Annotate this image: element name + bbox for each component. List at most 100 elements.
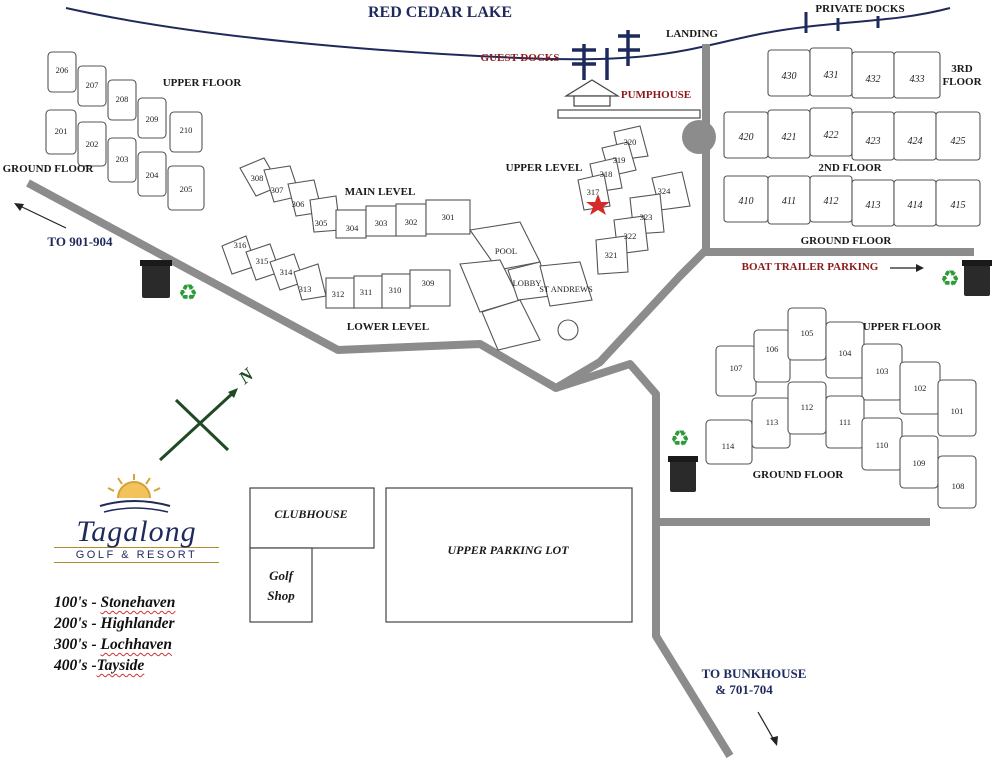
trash-bin-icon-east bbox=[962, 260, 992, 296]
unit-410: 410 bbox=[739, 196, 754, 207]
pool-label: POOL bbox=[495, 246, 517, 256]
guest-docks-label: GUEST DOCKS bbox=[481, 52, 560, 64]
unit-114: 114 bbox=[722, 441, 735, 451]
golf-shop bbox=[249, 547, 313, 623]
pumphouse-label: PUMPHOUSE bbox=[621, 89, 691, 101]
legend-row: 100's - Stonehaven bbox=[54, 592, 254, 613]
tayside-ground-floor: 410 411 412 413 414 415 bbox=[723, 175, 981, 227]
unit-202: 202 bbox=[86, 139, 99, 149]
golf-shop-label-2: Shop bbox=[267, 588, 295, 603]
unit-432: 432 bbox=[866, 74, 881, 85]
golf-shop-label-1: Golf bbox=[269, 568, 295, 583]
unit-206: 206 bbox=[56, 65, 69, 75]
unit-204: 204 bbox=[146, 170, 160, 180]
unit-412: 412 bbox=[824, 196, 839, 207]
unit-316: 316 bbox=[234, 240, 247, 250]
unit-307: 307 bbox=[271, 185, 284, 195]
unit-318: 318 bbox=[600, 169, 613, 179]
unit-415: 415 bbox=[951, 200, 966, 211]
unit-411: 411 bbox=[782, 196, 796, 207]
clubhouse bbox=[249, 487, 375, 549]
tayside-2nd-floor: 420 421 422 423 424 425 bbox=[723, 107, 981, 161]
trash-bin-icon bbox=[140, 260, 172, 298]
unit-209: 209 bbox=[146, 114, 159, 124]
arrow-to-901 bbox=[19, 205, 67, 229]
private-docks-label: PRIVATE DOCKS bbox=[815, 3, 904, 15]
unit-301: 301 bbox=[442, 212, 455, 222]
unit-210: 210 bbox=[180, 125, 193, 135]
legend-row: 200's - Highlander bbox=[54, 613, 254, 634]
unit-431: 431 bbox=[824, 70, 839, 81]
unit-102: 102 bbox=[914, 383, 927, 393]
legend-prefix: 100's - bbox=[54, 594, 97, 611]
compass-n-label: N bbox=[234, 364, 258, 389]
boat-trailer-label: BOAT TRAILER PARKING bbox=[742, 261, 879, 273]
unit-421: 421 bbox=[782, 132, 797, 143]
unit-302: 302 bbox=[405, 217, 418, 227]
recycle-icon: ♻ bbox=[178, 280, 198, 305]
unit-312: 312 bbox=[332, 289, 345, 299]
unit-319: 319 bbox=[613, 155, 626, 165]
unit-306: 306 bbox=[292, 199, 305, 209]
landing-label: LANDING bbox=[666, 28, 718, 40]
recycle-icon-east: ♻ bbox=[940, 266, 960, 291]
lower-level-label: LOWER LEVEL bbox=[347, 321, 429, 333]
unit-323: 323 bbox=[640, 212, 653, 222]
legend-prefix: 400's - bbox=[54, 657, 97, 674]
unit-311: 311 bbox=[360, 287, 372, 297]
unit-110: 110 bbox=[876, 440, 888, 450]
legend-prefix: 300's - bbox=[54, 636, 97, 653]
unit-424: 424 bbox=[908, 136, 923, 147]
unit-208: 208 bbox=[116, 94, 129, 104]
stonehaven-ground-floor: 114 113 112 111 110 109 108 bbox=[705, 381, 977, 509]
guest-docks bbox=[572, 30, 640, 80]
star-you-are-here-icon bbox=[586, 194, 610, 215]
legend-prefix: 200's - bbox=[54, 615, 97, 632]
lochhaven-main-level: 308 307 306 305 304 303 302 301 bbox=[239, 157, 471, 239]
unit-304: 304 bbox=[346, 223, 360, 233]
lobby-label: LOBBY bbox=[513, 278, 542, 288]
unit-430: 430 bbox=[782, 71, 797, 82]
upper-level-label: UPPER LEVEL bbox=[506, 162, 583, 174]
brand-name: Tagalong bbox=[76, 515, 197, 548]
private-docks bbox=[804, 12, 880, 33]
pumphouse bbox=[563, 79, 621, 107]
legend-row: 400's -Tayside bbox=[54, 655, 254, 676]
roundabout bbox=[682, 120, 716, 154]
unit-320: 320 bbox=[624, 137, 637, 147]
arrow-to-bunkhouse bbox=[757, 711, 775, 741]
highlander-upper-floor: 206 207 208 209 210 bbox=[47, 51, 203, 153]
unit-313: 313 bbox=[299, 284, 312, 294]
unit-112: 112 bbox=[801, 402, 813, 412]
lake-name: RED CEDAR LAKE bbox=[368, 4, 512, 21]
unit-109: 109 bbox=[913, 458, 926, 468]
unit-108: 108 bbox=[952, 481, 965, 491]
highlander-ground-floor: 201 202 203 204 205 bbox=[45, 109, 205, 211]
unit-203: 203 bbox=[116, 154, 129, 164]
recycle-icon-south: ♻ bbox=[670, 426, 690, 451]
upper-parking-lot bbox=[385, 487, 633, 623]
unit-305: 305 bbox=[315, 218, 328, 228]
stonehaven-upper-floor: 107 106 105 104 103 102 101 bbox=[715, 307, 977, 437]
unit-201: 201 bbox=[55, 126, 68, 136]
legend-row: 300's - Lochhaven bbox=[54, 634, 254, 655]
unit-111: 111 bbox=[839, 417, 851, 427]
pumphouse-walk bbox=[557, 109, 701, 119]
unit-425: 425 bbox=[951, 136, 966, 147]
floor-3rd-label-2: FLOOR bbox=[942, 76, 982, 88]
unit-103: 103 bbox=[876, 366, 889, 376]
unit-207: 207 bbox=[86, 80, 99, 90]
st-andrews-label: ST ANDREWS bbox=[539, 284, 593, 294]
brand-sub: GOLF & RESORT bbox=[54, 547, 219, 563]
unit-422: 422 bbox=[824, 130, 839, 141]
unit-420: 420 bbox=[739, 132, 754, 143]
to-bunkhouse-label-1: TO BUNKHOUSE bbox=[702, 666, 807, 681]
to-bunkhouse-label-2: & 701-704 bbox=[715, 682, 773, 697]
lochhaven-upper-level: 320 319 318 317 324 323 322 321 bbox=[577, 125, 691, 275]
unit-113: 113 bbox=[766, 417, 778, 427]
sun-logo-icon bbox=[99, 474, 171, 513]
unit-433: 433 bbox=[910, 74, 925, 85]
unit-314: 314 bbox=[280, 267, 294, 277]
unit-423: 423 bbox=[866, 136, 881, 147]
